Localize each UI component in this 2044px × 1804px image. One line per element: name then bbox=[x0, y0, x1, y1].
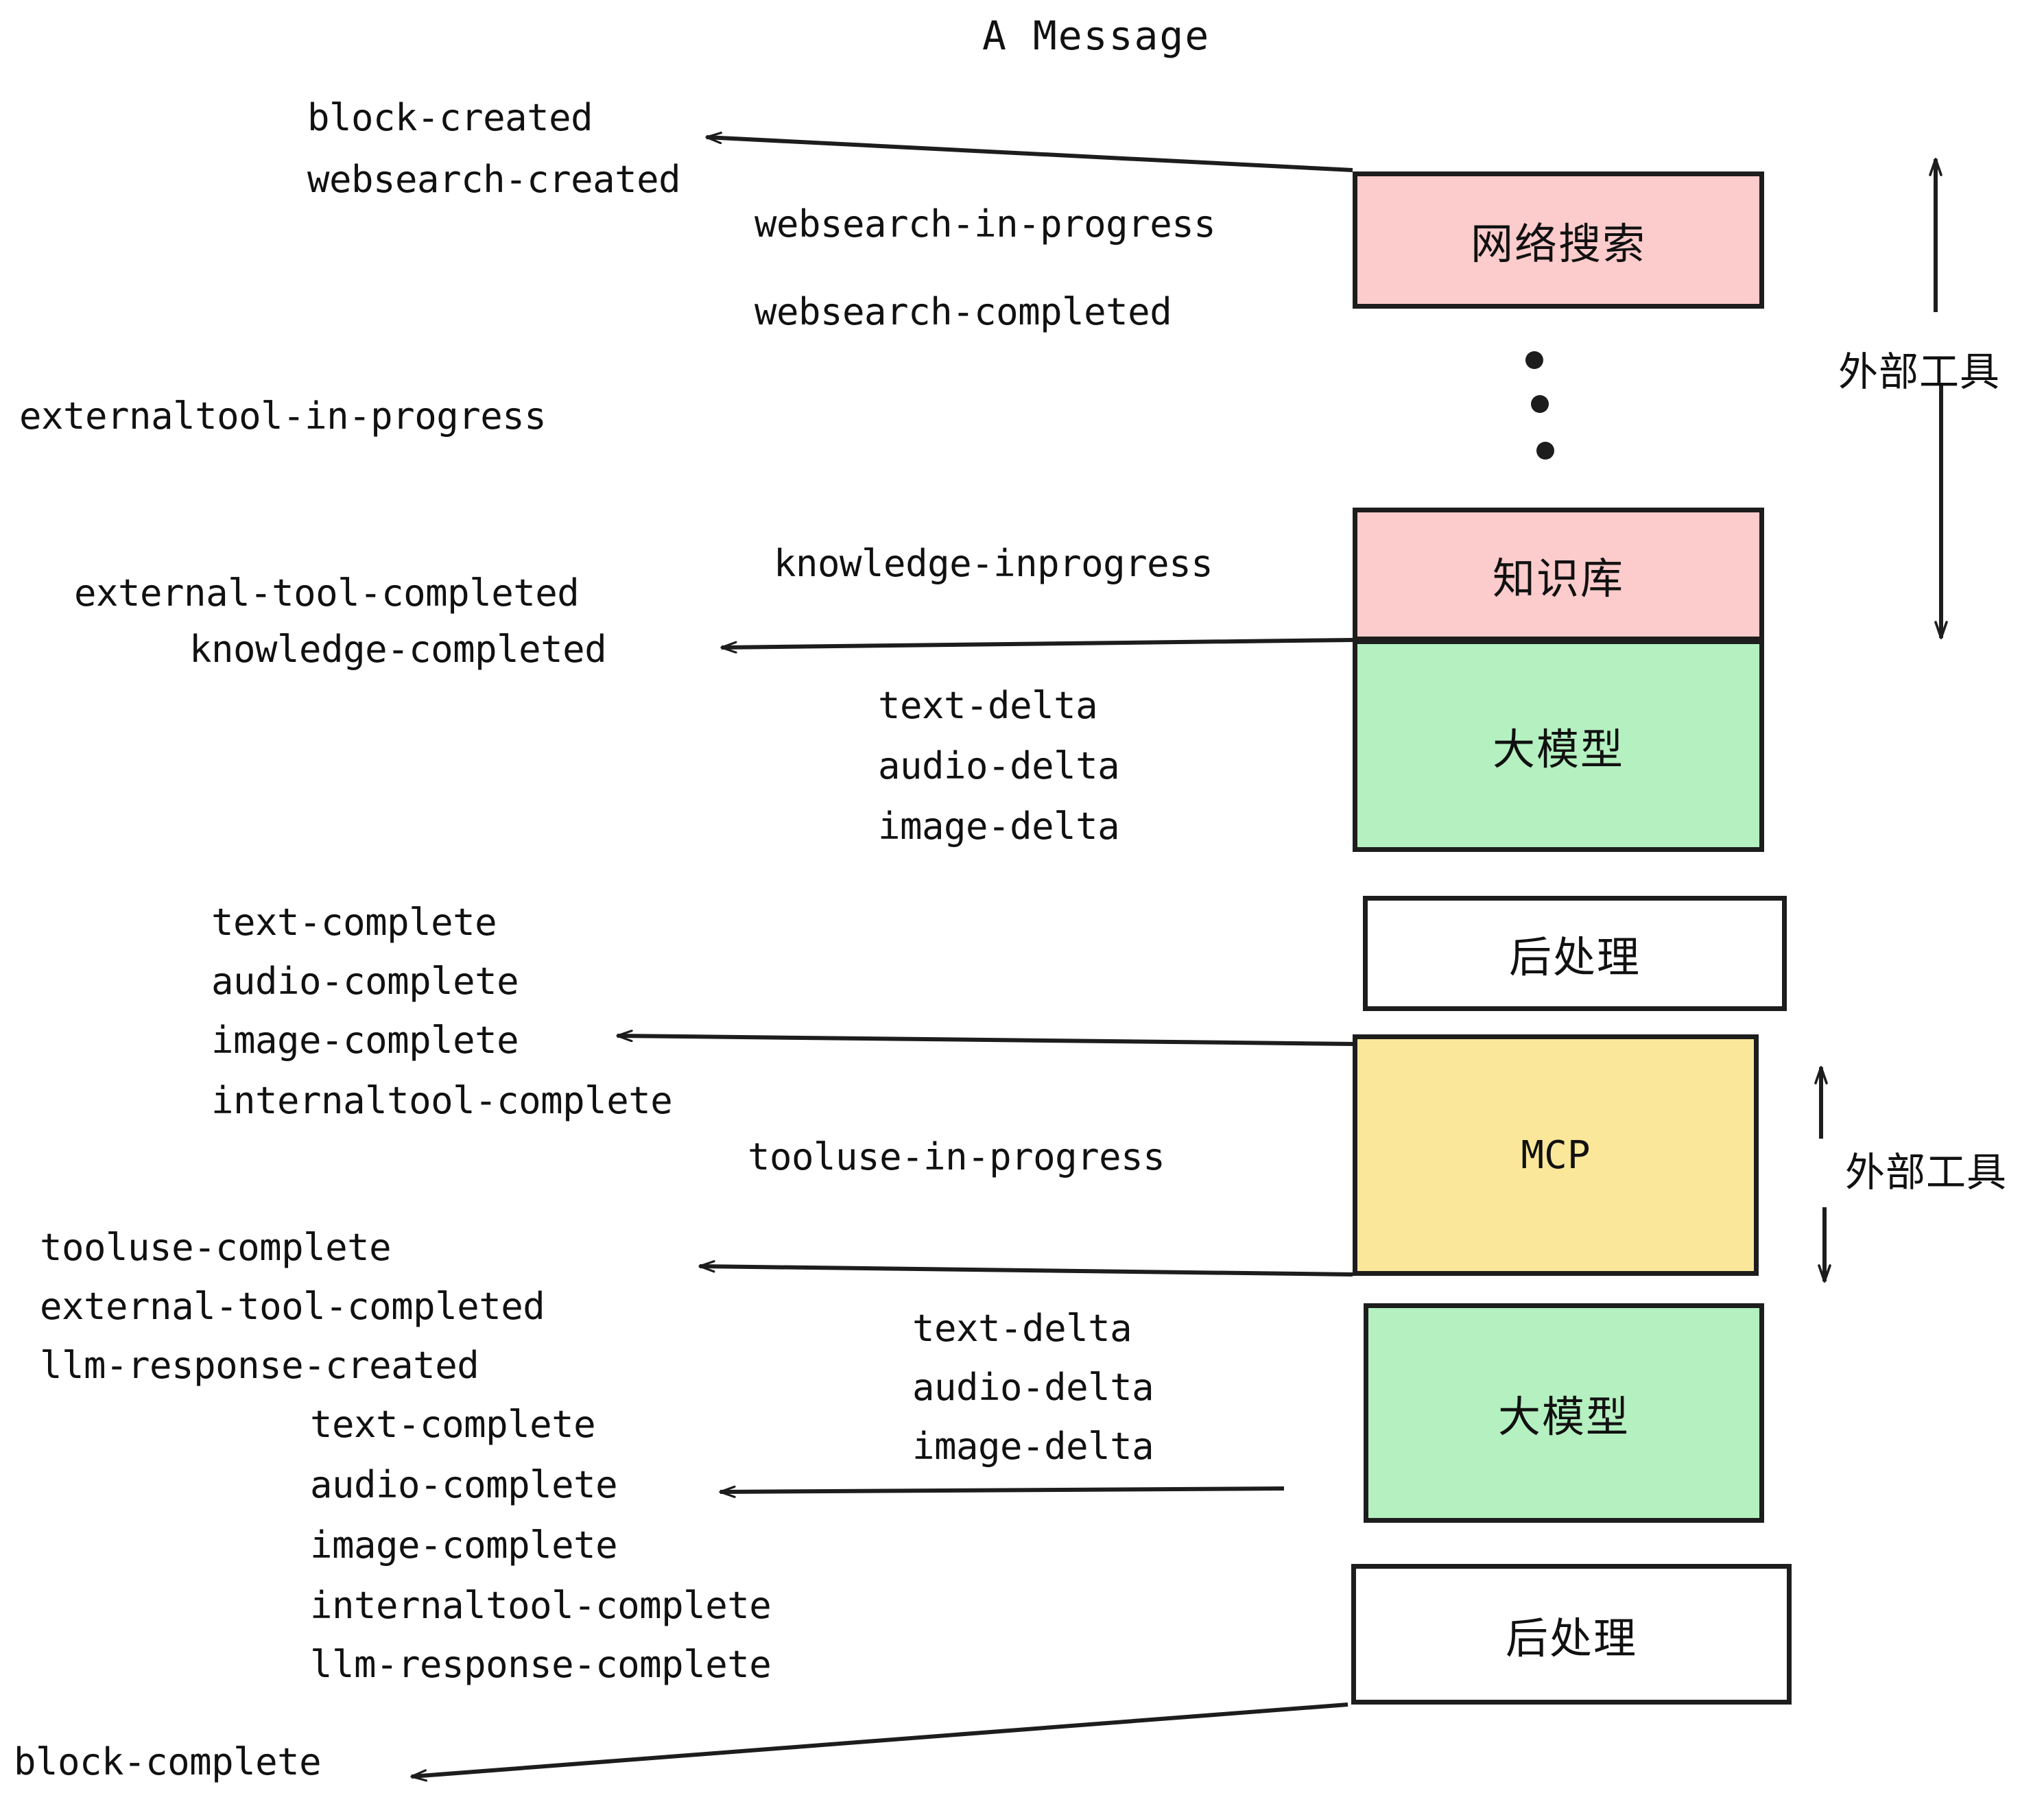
node-postprocessing-2-label: 后处理 bbox=[1505, 1613, 1637, 1663]
event-external-tool-completed-2: external-tool-completed bbox=[40, 1285, 545, 1328]
event-llm-response-complete: llm-response-complete bbox=[310, 1643, 772, 1686]
node-mcp-label: MCP bbox=[1521, 1132, 1591, 1178]
node-websearch-label: 网络搜索 bbox=[1470, 219, 1646, 269]
event-llm-response-created: llm-response-created bbox=[40, 1344, 479, 1387]
event-audio-complete-2: audio-complete bbox=[310, 1463, 618, 1506]
node-llm-2[interactable]: 大模型 bbox=[1364, 1303, 1764, 1523]
arrow-to-block-complete bbox=[412, 1702, 1348, 1777]
ellipsis-dot-2 bbox=[1531, 395, 1549, 413]
event-audio-complete-1: audio-complete bbox=[211, 960, 519, 1003]
node-llm-1-label: 大模型 bbox=[1492, 724, 1624, 774]
event-image-delta-1: image-delta bbox=[878, 805, 1120, 848]
node-knowledge[interactable]: 知识库 bbox=[1353, 508, 1764, 641]
event-websearch-created: websearch-created bbox=[307, 158, 681, 201]
event-websearch-completed: websearch-completed bbox=[754, 290, 1172, 333]
node-mcp[interactable]: MCP bbox=[1353, 1034, 1759, 1276]
label-external-tools-top: 外部工具 bbox=[1838, 348, 2001, 395]
ellipsis-dot-3 bbox=[1536, 442, 1554, 460]
node-llm-2-label: 大模型 bbox=[1497, 1392, 1630, 1442]
diagram-title: A Message bbox=[982, 12, 1211, 59]
event-websearch-in-progress: websearch-in-progress bbox=[754, 202, 1216, 246]
node-llm-1[interactable]: 大模型 bbox=[1353, 639, 1764, 852]
event-block-complete: block-complete bbox=[14, 1740, 322, 1783]
label-external-tools-bottom: 外部工具 bbox=[1845, 1149, 2008, 1196]
node-knowledge-label: 知识库 bbox=[1492, 553, 1624, 604]
event-image-complete-2: image-complete bbox=[310, 1523, 618, 1567]
event-knowledge-completed: knowledge-completed bbox=[189, 628, 607, 671]
node-websearch[interactable]: 网络搜索 bbox=[1353, 171, 1764, 309]
event-tooluse-complete: tooluse-complete bbox=[40, 1226, 392, 1269]
external-tools-range-bottom bbox=[1814, 1066, 1831, 1283]
event-internaltool-complete-1: internaltool-complete bbox=[211, 1079, 673, 1122]
arrow-to-knowledge-completed bbox=[722, 638, 1353, 648]
node-postprocessing-2[interactable]: 后处理 bbox=[1351, 1564, 1792, 1705]
event-external-tool-completed-1: external-tool-completed bbox=[74, 571, 580, 615]
external-tools-range-top bbox=[1929, 158, 1948, 639]
event-image-delta-2: image-delta bbox=[912, 1425, 1154, 1468]
node-postprocessing-1[interactable]: 后处理 bbox=[1363, 896, 1787, 1011]
arrow-to-websearch-created bbox=[706, 137, 1353, 172]
arrow-to-tooluse-complete bbox=[700, 1266, 1353, 1277]
event-text-delta-1: text-delta bbox=[878, 684, 1098, 727]
event-audio-delta-2: audio-delta bbox=[912, 1366, 1154, 1409]
event-externaltool-in-progress: externaltool-in-progress bbox=[19, 394, 547, 438]
event-text-delta-2: text-delta bbox=[912, 1307, 1132, 1350]
event-text-complete-2: text-complete bbox=[310, 1403, 596, 1446]
event-internaltool-complete-2: internaltool-complete bbox=[310, 1584, 772, 1627]
event-text-complete-1: text-complete bbox=[211, 901, 497, 944]
arrow-to-image-complete bbox=[617, 1036, 1355, 1046]
event-tooluse-in-progress: tooluse-in-progress bbox=[748, 1135, 1165, 1178]
ellipsis-dot-1 bbox=[1525, 351, 1543, 369]
event-knowledge-inprogress: knowledge-inprogress bbox=[774, 542, 1213, 585]
event-block-created: block-created bbox=[307, 96, 593, 139]
event-image-complete-1: image-complete bbox=[211, 1019, 519, 1062]
node-postprocessing-1-label: 后处理 bbox=[1508, 932, 1641, 982]
event-audio-delta-1: audio-delta bbox=[878, 744, 1120, 787]
arrow-to-audio-complete bbox=[720, 1488, 1285, 1492]
